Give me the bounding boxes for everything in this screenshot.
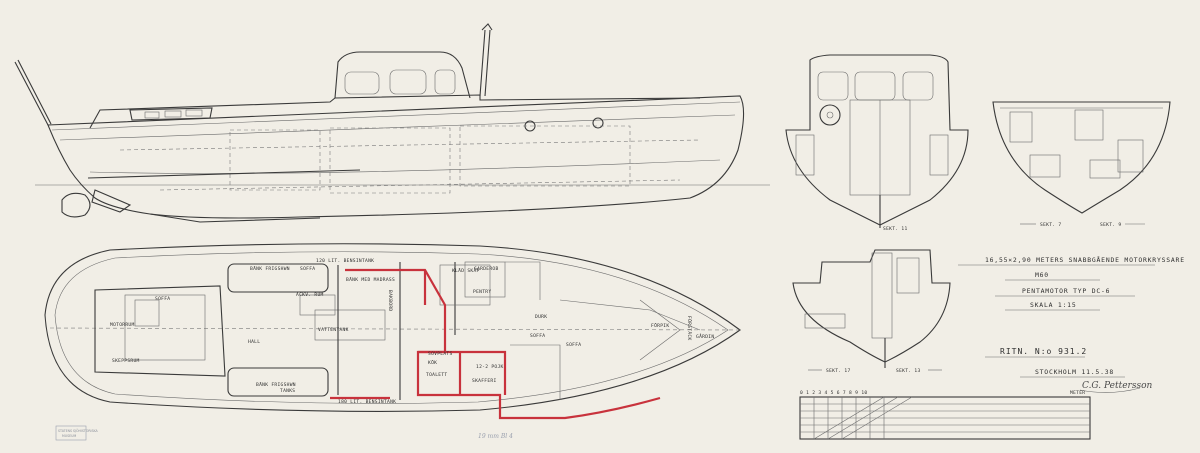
stamp-line-1: STATENS SJÖHISTORISKA	[58, 428, 99, 433]
label-forpik: FÖRPIK	[651, 322, 669, 329]
label-bensintank-bottom: 180 LIT. BENSINTANK	[338, 399, 396, 405]
stamp-line-2: MUSEUM	[62, 434, 76, 438]
label-kojer: 12-2 POJK	[476, 364, 504, 370]
label-sekt-7: SEKT. 7	[1040, 222, 1061, 228]
label-garderob: GARDEROB	[474, 266, 499, 272]
label-kok: KÖK	[428, 359, 437, 366]
section-sekt-17-13: SEKT. 17 SEKT. 13	[792, 249, 951, 374]
label-hall: HALL	[248, 339, 260, 345]
label-bank-frigshwn-top: BÄNK FRIGSHWN	[250, 265, 290, 272]
title-line-2: M60	[1035, 271, 1049, 279]
signature: C.G. Pettersson	[1082, 381, 1153, 391]
label-tanks: TANKS	[280, 388, 295, 394]
label-gardin: GÅRDIN	[696, 333, 714, 340]
scale-bar-numbers: 0 1 2 3 4 5 6 7 8 9 10	[800, 390, 867, 396]
label-sekt-9: SEKT. 9	[1100, 222, 1121, 228]
label-sekt-11: SEKT. 11	[883, 226, 908, 232]
pencil-note: 19 mm Bl 4	[478, 433, 513, 440]
label-forstack: FÖRSTÄCK	[686, 316, 693, 341]
label-klaed-skap: KLÄD SKÅP	[452, 267, 480, 274]
title-line-3: PENTAMOTOR TYP DC-6	[1022, 287, 1110, 295]
side-profile-view	[14, 23, 770, 223]
title-line-4: SKALA 1:15	[1030, 301, 1076, 309]
label-bakbord: BAKBORD	[387, 290, 393, 311]
label-skafferi: SKAFFERI	[472, 378, 497, 384]
label-bensintank-top: 120 LIT. BENSINTANK	[316, 258, 374, 264]
label-bank: SOFFA	[300, 266, 315, 272]
section-sekt-9-7: SEKT. 7 SEKT. 9	[992, 101, 1171, 228]
scale-bar-unit: METER	[1070, 390, 1085, 396]
drawing-number: RITN. N:o 931.2	[1000, 347, 1087, 356]
label-sekt-17: SEKT. 17	[826, 368, 851, 374]
label-soffa: SOFFA	[155, 296, 170, 302]
label-durk: DURK	[535, 314, 547, 320]
label-bank-frigshwn-bottom: BÄNK FRIGSHWN	[256, 381, 296, 388]
label-toalett: TOALETT	[426, 372, 447, 378]
label-soffa-lower: SOFFA	[566, 342, 581, 348]
scale-bar: 0 1 2 3 4 5 6 7 8 9 10 METER	[799, 390, 1091, 440]
label-motorrum: MOTORRUM	[110, 322, 135, 328]
deck-plan-view	[44, 243, 741, 420]
title-block: 16,55×2,90 METERS SNABBGÅENDE MOTORKRYSS…	[958, 255, 1185, 393]
label-sekt-13: SEKT. 13	[896, 368, 921, 374]
plan-labels: BÄNK FRIGSHWN BÄNK FRIGSHWN SOFFA SOFFA …	[110, 258, 714, 405]
title-line-1: 16,55×2,90 METERS SNABBGÅENDE MOTORKRYSS…	[985, 255, 1185, 264]
label-pentry: PENTRY	[473, 289, 491, 295]
label-soffa-right: SOFFA	[530, 333, 545, 339]
archive-stamp: STATENS SJÖHISTORISKA MUSEUM	[55, 425, 99, 441]
section-sekt-11: SEKT. 11	[785, 54, 969, 232]
label-skeppsrum: SKEPPSRUM	[112, 358, 140, 364]
label-ackvlsrum: ACKV. RUM	[296, 292, 324, 298]
place-date: STOCKHOLM 11.5.38	[1035, 368, 1114, 376]
label-sakpenta: SOVPLATS	[428, 351, 453, 357]
label-bank-med-madrass: BÄNK MED MADRASS	[346, 276, 395, 283]
label-vattentank: VATTENTANK	[318, 327, 349, 333]
